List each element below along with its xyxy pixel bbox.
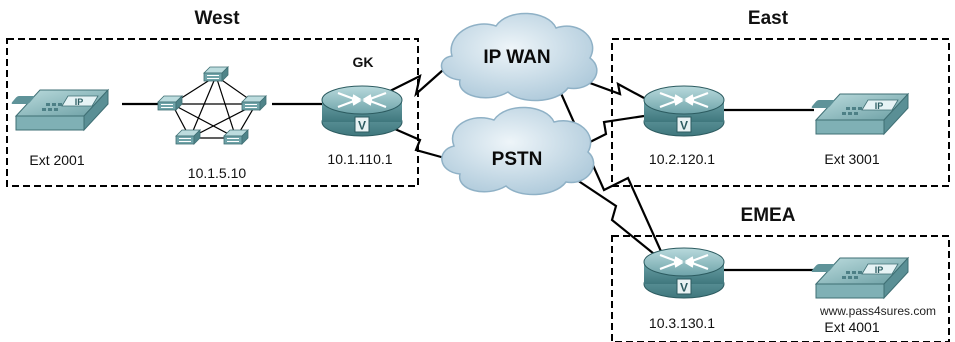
- router-emea-label: 10.3.130.1: [649, 315, 715, 331]
- switch-icon: [157, 66, 267, 145]
- region-emea-title: EMEA: [741, 205, 796, 226]
- link-west-pstn: [387, 124, 453, 162]
- link-west-ipwan: [387, 61, 453, 98]
- ip-phone-icon: [810, 93, 909, 135]
- phone-east-label: Ext 3001: [824, 151, 879, 167]
- router-east-label: 10.2.120.1: [649, 151, 715, 167]
- phone-west-label: Ext 2001: [29, 152, 84, 168]
- ip-phone-icon: [10, 89, 109, 131]
- router-icon: [320, 84, 404, 138]
- watermark: www.pass4sures.com: [819, 304, 936, 318]
- ip-phone-icon: [810, 257, 909, 299]
- pstn-cloud: PSTN: [441, 106, 595, 196]
- call-manager-label: 10.1.5.10: [188, 165, 247, 181]
- pstn-label: PSTN: [492, 149, 543, 170]
- router-icon: [642, 246, 726, 300]
- ip-wan-cloud: IP WAN: [440, 12, 598, 102]
- link-pstn-emea: [573, 177, 665, 263]
- region-emea-box: [611, 235, 950, 342]
- link-pstn-east: [577, 114, 645, 149]
- region-west-title: West: [194, 8, 240, 29]
- phone-emea-label: Ext 4001: [824, 319, 879, 335]
- region-east-title: East: [748, 8, 789, 29]
- region-east-box: [611, 38, 950, 187]
- ip-wan-label: IP WAN: [483, 47, 550, 68]
- region-west-box: [6, 38, 419, 187]
- gatekeeper-tag: GK: [353, 54, 374, 70]
- router-icon: [642, 84, 726, 138]
- router-west-label: 10.1.110.1: [327, 151, 392, 167]
